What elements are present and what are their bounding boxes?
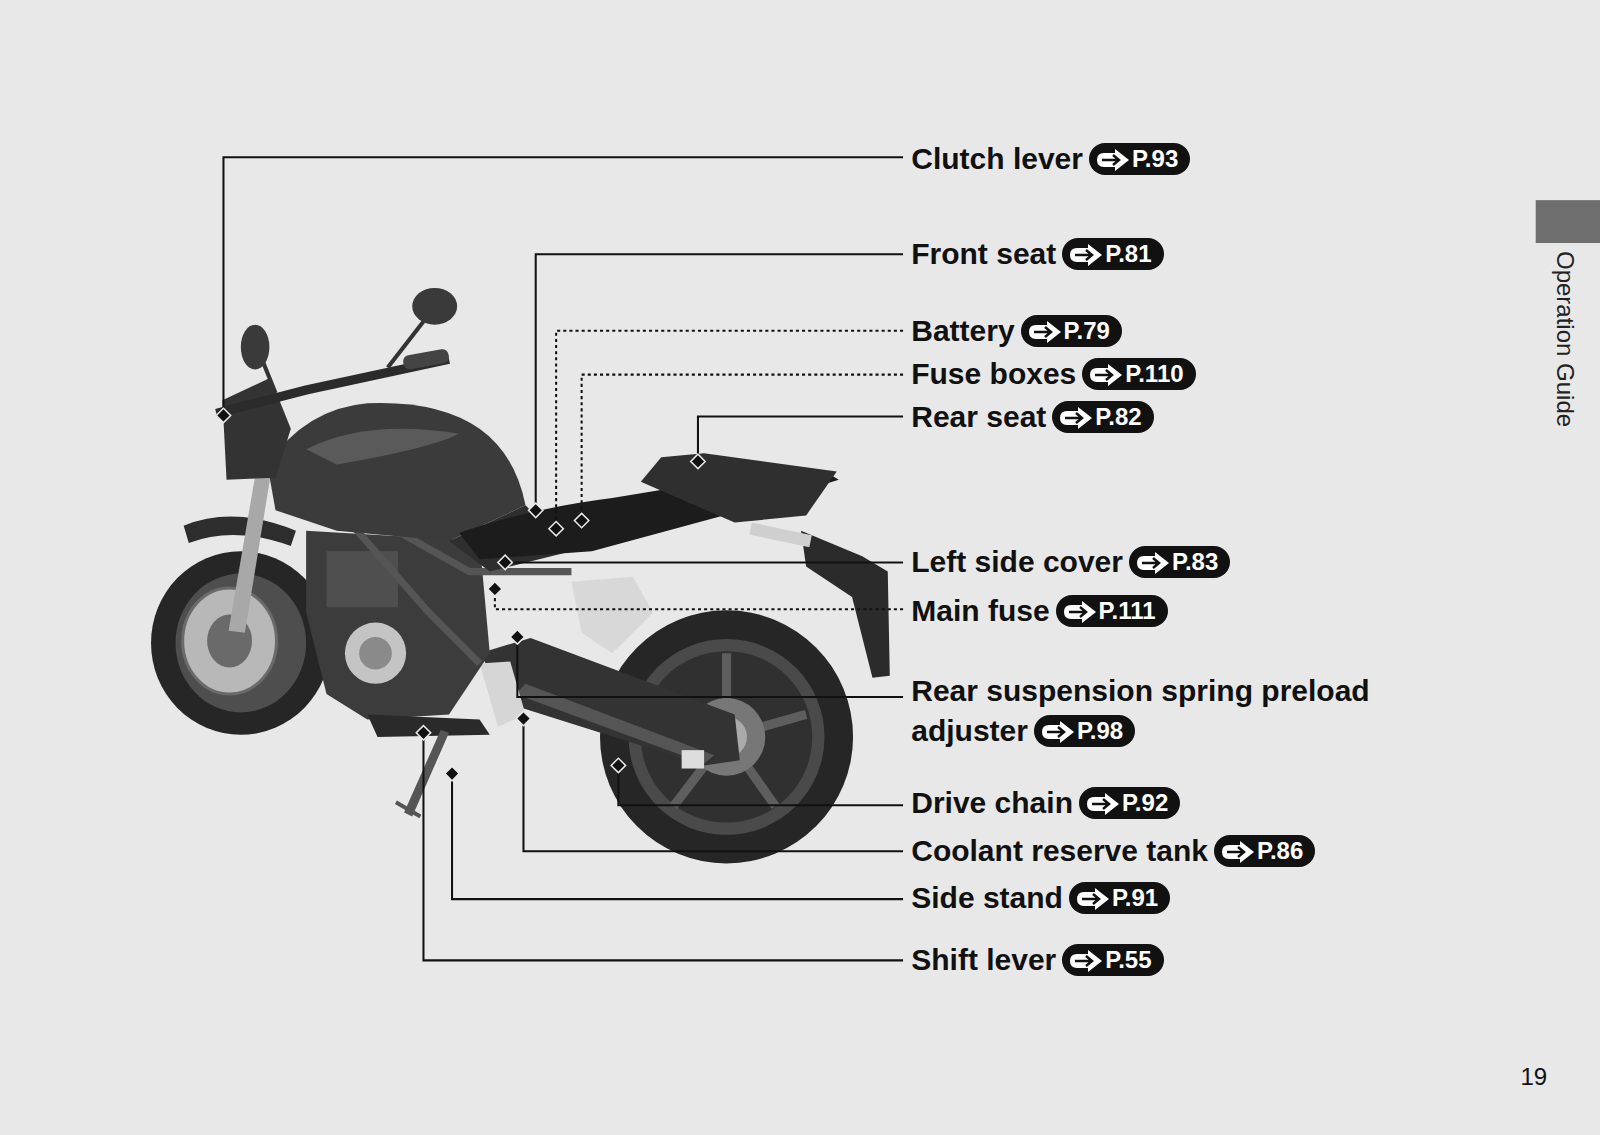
page-reference: P.92 xyxy=(1079,787,1180,819)
page-number-ref: P.110 xyxy=(1125,360,1183,387)
page-reference: P.86 xyxy=(1214,835,1315,867)
page-reference: P.111 xyxy=(1056,595,1168,627)
page-reference: P.79 xyxy=(1021,315,1122,347)
page-reference: P.83 xyxy=(1129,546,1230,578)
part-callout: Rear seat P.82 xyxy=(911,397,1153,437)
part-name: Battery xyxy=(911,314,1014,347)
page-number-ref: P.91 xyxy=(1112,884,1158,911)
section-tab-label: Operation Guide xyxy=(1551,251,1579,427)
part-callout: Side stand P.91 xyxy=(911,878,1170,918)
page-number-ref: P.86 xyxy=(1257,837,1303,864)
page-number-ref: P.98 xyxy=(1077,717,1123,744)
part-name: Rear seat xyxy=(911,400,1046,433)
part-callout: Shift lever P.55 xyxy=(911,940,1163,980)
page-number-ref: P.83 xyxy=(1172,548,1218,575)
leader-lines xyxy=(223,157,903,960)
page-number-ref: P.81 xyxy=(1105,240,1151,267)
part-name: Shift lever xyxy=(911,943,1056,976)
arrow-icon xyxy=(1073,887,1111,911)
part-callout: Main fuse P.111 xyxy=(911,591,1167,631)
arrow-icon xyxy=(1066,949,1104,973)
page-number: 19 xyxy=(1520,1063,1547,1091)
part-callout: Coolant reserve tank P.86 xyxy=(911,831,1315,871)
page-number-ref: P.82 xyxy=(1095,403,1141,430)
arrow-icon xyxy=(1066,243,1104,267)
part-name: Left side cover xyxy=(911,545,1123,578)
part-name: Coolant reserve tank xyxy=(911,834,1208,867)
page-reference: P.98 xyxy=(1034,715,1135,747)
part-callout: Battery P.79 xyxy=(911,311,1122,351)
page-number-ref: P.92 xyxy=(1122,789,1168,816)
page-reference: P.81 xyxy=(1062,238,1163,270)
page-reference: P.110 xyxy=(1082,358,1195,390)
part-name: Rear suspension spring preload adjuster xyxy=(911,674,1369,747)
arrow-icon xyxy=(1133,551,1171,575)
page-reference: P.55 xyxy=(1062,944,1163,976)
part-callout: Drive chain P.92 xyxy=(911,783,1180,823)
page-number-ref: P.93 xyxy=(1132,145,1178,172)
part-callout: Rear suspension spring preload adjusterP… xyxy=(911,671,1441,751)
part-name: Fuse boxes xyxy=(911,357,1076,390)
part-name: Side stand xyxy=(911,881,1063,914)
arrow-icon xyxy=(1218,840,1256,864)
part-callout: Fuse boxes P.110 xyxy=(911,354,1195,394)
page-number-ref: P.79 xyxy=(1064,317,1110,344)
section-tab xyxy=(1536,200,1600,243)
arrow-icon xyxy=(1060,600,1098,624)
part-name: Clutch lever xyxy=(911,142,1083,175)
part-callout: Left side cover P.83 xyxy=(911,542,1230,582)
leader-dots xyxy=(216,408,705,781)
page-reference: P.93 xyxy=(1089,143,1190,175)
part-callout: Front seat P.81 xyxy=(911,234,1163,274)
arrow-icon xyxy=(1025,320,1063,344)
arrow-icon xyxy=(1086,363,1124,387)
page-number-ref: P.111 xyxy=(1099,597,1156,624)
page-reference: P.91 xyxy=(1069,882,1170,914)
arrow-icon xyxy=(1038,720,1076,744)
arrow-icon xyxy=(1056,406,1094,430)
arrow-icon xyxy=(1083,792,1121,816)
page-number-ref: P.55 xyxy=(1105,946,1151,973)
part-name: Drive chain xyxy=(911,786,1073,819)
part-callout: Clutch lever P.93 xyxy=(911,139,1190,179)
arrow-icon xyxy=(1093,148,1131,172)
page-reference: P.82 xyxy=(1052,401,1153,433)
part-name: Front seat xyxy=(911,237,1056,270)
part-name: Main fuse xyxy=(911,594,1049,627)
